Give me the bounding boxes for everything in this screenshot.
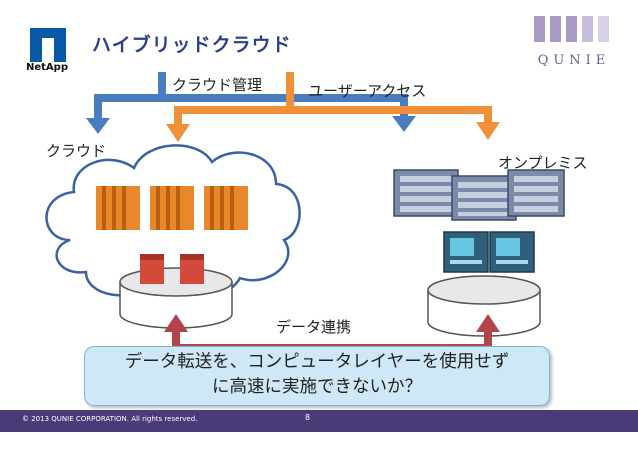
- question-line-2: に高速に実施できないか？: [212, 377, 422, 397]
- netapp-logo: [30, 28, 66, 62]
- onprem-server-rack-icon: [507, 169, 565, 217]
- svg-text:QUNIE: QUNIE: [538, 53, 611, 68]
- onprem-server-icon: [489, 231, 535, 273]
- netapp-logo-text: NetApp: [26, 62, 68, 73]
- data-sync-label: データ連携: [276, 318, 352, 336]
- onprem-server-rack-icon: [393, 169, 459, 217]
- page-number: 8: [305, 413, 311, 422]
- quinie-logo: QUNIE: [534, 16, 611, 68]
- question-callout: データ転送を、コンピュータレイヤーを使用せず に高速に実施できないか？: [84, 346, 550, 406]
- compute-instance-icon: [204, 186, 248, 230]
- storage-object-icon: [180, 254, 204, 284]
- onprem-server-rack-icon: [451, 175, 517, 221]
- onprem-server-icon: [443, 231, 489, 273]
- cloud-compute-instances: [96, 186, 248, 230]
- storage-object-icon: [140, 254, 164, 284]
- user-access-arrow: [166, 72, 500, 142]
- on-premise-label: オンプレミス: [498, 154, 588, 172]
- compute-instance-icon: [150, 186, 194, 230]
- question-line-1: データ転送を、コンピュータレイヤーを使用せず: [124, 352, 510, 372]
- cloud-management-label: クラウド管理: [172, 76, 263, 94]
- page-title: ハイブリッドクラウド: [92, 34, 292, 56]
- footer-bar: [0, 410, 638, 432]
- cloud-label: クラウド: [46, 142, 107, 160]
- compute-instance-icon: [96, 186, 140, 230]
- user-access-label: ユーザーアクセス: [308, 82, 427, 100]
- copyright-text: © 2013 QUNIE CORPORATION. All rights res…: [22, 415, 198, 423]
